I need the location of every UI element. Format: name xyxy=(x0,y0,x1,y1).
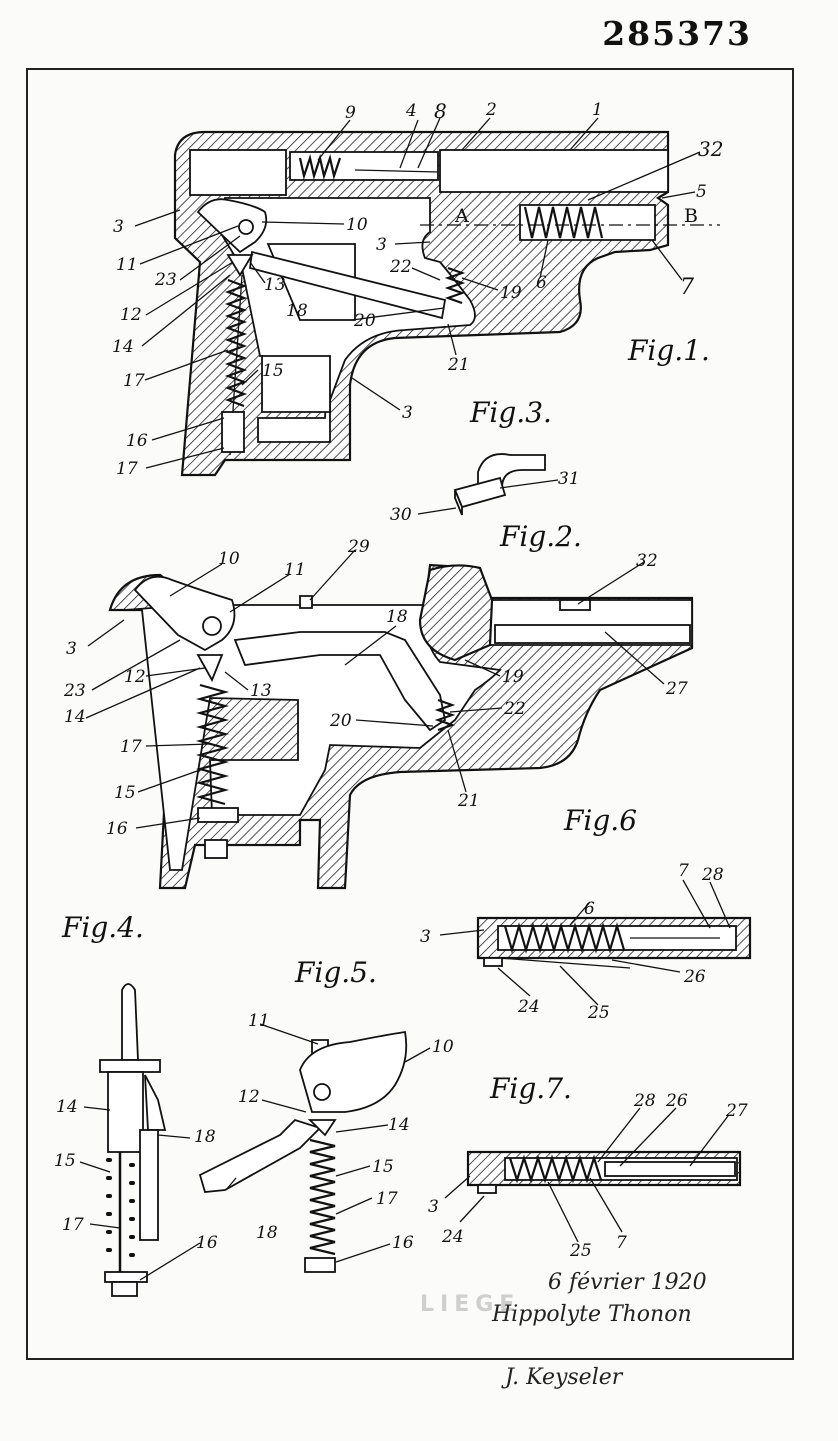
callout-label: 12 xyxy=(124,667,146,687)
callout-label: 29 xyxy=(347,537,370,557)
callout-label: 7 xyxy=(680,275,694,300)
callout-label: 1 xyxy=(592,100,603,120)
callout-label: 4 xyxy=(405,101,417,121)
callout-label: 5 xyxy=(696,182,707,202)
callout-label: 6 xyxy=(536,273,547,293)
callout-label: 14 xyxy=(64,707,86,727)
callout-label: 28 xyxy=(633,1091,656,1111)
callout-label: 12 xyxy=(120,305,142,325)
section-marker-a: A xyxy=(454,205,469,227)
callout-label: 8 xyxy=(434,99,447,123)
callout-label: 3 xyxy=(420,927,431,947)
callout-label: 17 xyxy=(120,737,142,757)
callout-label: 32 xyxy=(698,137,723,161)
callout-label: 19 xyxy=(502,667,524,687)
callout-label: 30 xyxy=(390,505,412,525)
callout-label: 14 xyxy=(112,337,134,357)
figure-1-drawing xyxy=(175,132,720,475)
callout-label: 26 xyxy=(665,1091,688,1111)
callout-label: 10 xyxy=(432,1037,454,1057)
figure-4-title: Fig.4. xyxy=(61,911,144,944)
signature-inventor: Hippolyte Thonon xyxy=(492,1302,692,1327)
section-marker-b: B xyxy=(684,205,698,227)
callout-label: 28 xyxy=(701,865,724,885)
callout-label: 21 xyxy=(457,791,480,811)
callout-label: 18 xyxy=(256,1223,278,1243)
callout-label: 19 xyxy=(500,283,522,303)
callout-label: 16 xyxy=(126,431,148,451)
figure-2-title: Fig.2. xyxy=(499,520,582,553)
callout-label: 16 xyxy=(392,1233,414,1253)
signature-attorney: J. Keyseler xyxy=(505,1365,622,1390)
callout-label: 15 xyxy=(114,783,136,803)
callout-label: 26 xyxy=(683,967,706,987)
callout-label: 16 xyxy=(106,819,128,839)
callout-label: 20 xyxy=(353,311,376,331)
callout-label: 11 xyxy=(116,255,138,275)
callout-label: 6 xyxy=(584,899,595,919)
callout-label: 25 xyxy=(569,1241,592,1261)
callout-label: 10 xyxy=(346,215,368,235)
callout-label: 7 xyxy=(616,1233,627,1253)
callout-label: 17 xyxy=(62,1215,84,1235)
callout-label: 13 xyxy=(264,275,286,295)
callout-label: 18 xyxy=(386,607,408,627)
callout-label: 13 xyxy=(250,681,272,701)
signature-date: 6 février 1920 xyxy=(548,1270,707,1295)
callout-label: 27 xyxy=(725,1101,748,1121)
callout-label: 2 xyxy=(485,100,497,120)
callout-label: 3 xyxy=(113,217,124,237)
callout-label: 22 xyxy=(503,699,526,719)
callout-label: 21 xyxy=(447,355,470,375)
callout-label: 24 xyxy=(517,997,540,1017)
figure-3-title: Fig.3. xyxy=(469,396,552,429)
figure-3-drawing xyxy=(455,454,545,515)
callout-label: 18 xyxy=(194,1127,216,1147)
figure-5-title: Fig.5. xyxy=(294,956,377,989)
callout-label: 24 xyxy=(441,1227,464,1247)
figure-6-title: Fig.6 xyxy=(563,804,637,837)
callout-label: 9 xyxy=(345,103,356,123)
callout-label: 23 xyxy=(154,270,177,290)
callout-label: 3 xyxy=(402,403,413,423)
callout-label: 32 xyxy=(636,551,658,571)
figure-7-drawing xyxy=(468,1152,740,1193)
callout-label: 10 xyxy=(218,549,240,569)
callout-label: 25 xyxy=(587,1003,610,1023)
callout-label: 31 xyxy=(558,469,580,489)
callout-label: 23 xyxy=(63,681,86,701)
callout-label: 14 xyxy=(56,1097,78,1117)
callout-label: 17 xyxy=(116,459,138,479)
callout-label: 15 xyxy=(54,1151,76,1171)
callout-label: 20 xyxy=(329,711,352,731)
callout-label: 11 xyxy=(284,560,306,580)
callout-label: 3 xyxy=(376,235,387,255)
callout-label: 15 xyxy=(372,1157,394,1177)
callout-label: 3 xyxy=(66,639,77,659)
callout-label: 12 xyxy=(238,1087,260,1107)
figure-7-title: Fig.7. xyxy=(489,1072,572,1105)
callout-label: 15 xyxy=(262,361,284,381)
callout-label: 17 xyxy=(123,371,145,391)
callout-label: 14 xyxy=(388,1115,410,1135)
callout-label: 22 xyxy=(389,257,412,277)
callout-label: 17 xyxy=(376,1189,398,1209)
callout-label: 18 xyxy=(286,301,308,321)
figure-1-title: Fig.1. xyxy=(627,334,710,367)
callout-label: 7 xyxy=(678,861,689,881)
callout-label: 11 xyxy=(248,1011,270,1031)
callout-label: 16 xyxy=(196,1233,218,1253)
figure-4-drawing xyxy=(100,984,165,1296)
figure-5-drawing xyxy=(200,1032,406,1272)
callout-label: 3 xyxy=(428,1197,439,1217)
callout-label: 27 xyxy=(665,679,688,699)
